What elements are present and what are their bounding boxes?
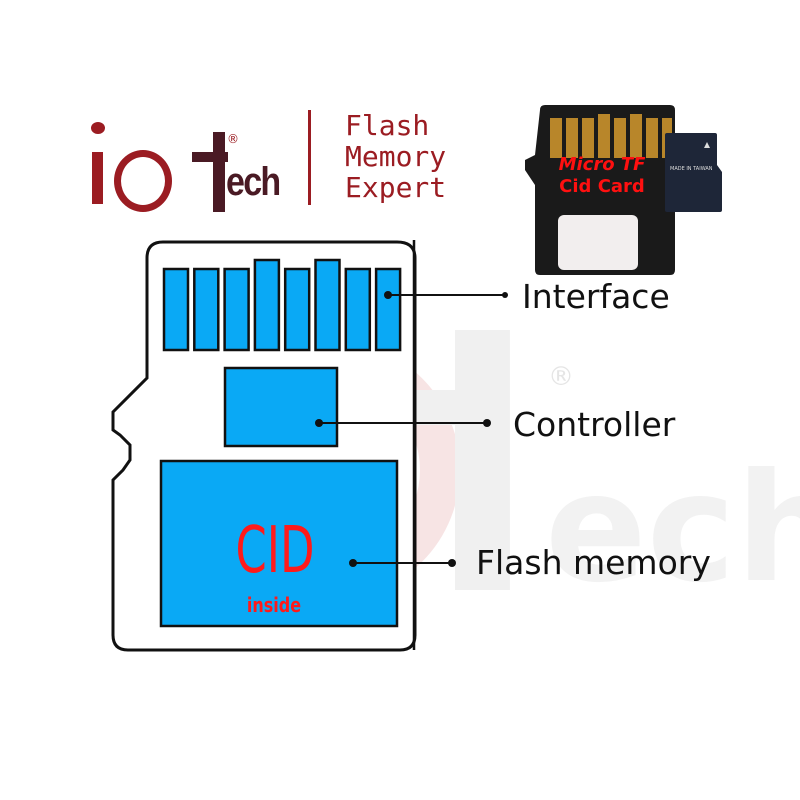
product-title-line-2: Cid Card	[559, 176, 645, 197]
callout-controller: Controller	[513, 405, 676, 444]
product-title-line-1: Micro TF	[559, 154, 647, 175]
cid-sublabel: inside	[247, 594, 301, 617]
logo-t-bar	[192, 152, 228, 162]
micro-sd-card	[665, 133, 722, 212]
card-arrow-icon	[704, 142, 710, 148]
callout-flash-memory: Flash memory	[476, 543, 711, 582]
callout-interface: Interface	[522, 277, 670, 316]
logo-divider	[308, 110, 311, 205]
controller-end-dot	[483, 419, 491, 427]
logo-i-stem	[92, 152, 103, 204]
tagline-line-3: Expert	[345, 171, 447, 204]
logo-registered-mark: ®	[227, 132, 239, 146]
logo-i-dot	[91, 122, 105, 134]
interface-pins	[162, 258, 402, 352]
watermark-t-bar	[415, 390, 505, 425]
logo-ech: ech	[226, 160, 281, 204]
cid-label: CID	[236, 514, 315, 588]
flash-end-dot	[448, 559, 456, 567]
tagline: Flash Memory Expert	[345, 110, 446, 203]
watermark-ech: ech	[545, 442, 800, 616]
flash-memory-chip[interactable]	[159, 459, 399, 628]
adapter-slot-sticker	[558, 215, 638, 270]
interface-pin	[253, 258, 281, 352]
controller-chip[interactable]	[223, 366, 339, 448]
interface-pin	[223, 267, 250, 352]
product-photo: Micro TF Cid Card MADE IN TAIWAN	[525, 105, 722, 275]
brand-logo: ech ®	[88, 110, 288, 212]
watermark-registered: ®	[548, 362, 574, 392]
interface-pin	[283, 267, 311, 352]
interface-pin	[162, 267, 190, 352]
interface-pin	[344, 267, 372, 352]
tagline-line-2: Memory	[345, 140, 447, 173]
interface-pin	[374, 267, 402, 352]
interface-pin	[314, 258, 341, 352]
interface-end-dot	[502, 292, 508, 298]
logo-o	[114, 150, 172, 212]
watermark-t-stem	[455, 330, 510, 590]
tagline-line-1: Flash	[345, 109, 430, 142]
card-label: MADE IN TAIWAN	[670, 166, 713, 172]
interface-pin	[193, 267, 220, 352]
